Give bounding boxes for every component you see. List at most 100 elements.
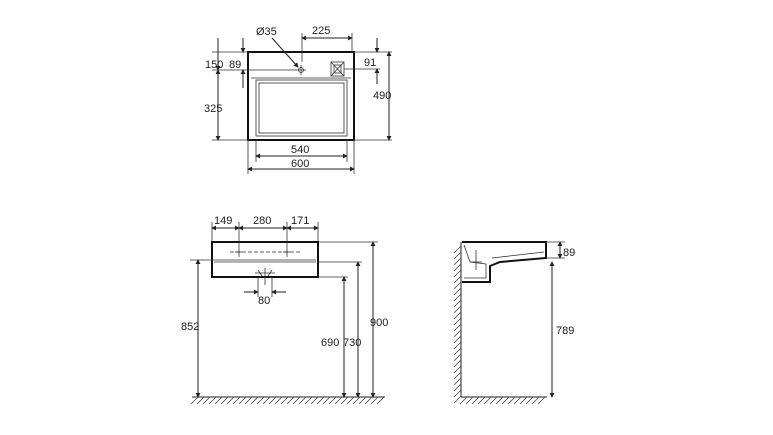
hatch-line	[477, 396, 486, 405]
hatch-line	[465, 396, 474, 405]
dim-inner-width: 540	[291, 144, 309, 156]
hatch-line	[280, 396, 289, 405]
side-view: 89 789	[453, 241, 575, 405]
front-view: 149 280 171 80 852 690 730 900	[181, 215, 388, 405]
hatch-line	[208, 396, 217, 405]
dim-waste-width: 80	[258, 295, 270, 307]
hatch-line	[453, 269, 462, 278]
hatch-line	[453, 245, 462, 254]
hatch-line	[525, 396, 534, 405]
hatch-line	[358, 396, 367, 405]
dim-left-seg: 149	[214, 215, 232, 227]
dim-total-width: 600	[291, 158, 309, 170]
overflow-fitting-icon	[330, 61, 345, 77]
wall-hatch	[453, 245, 462, 404]
hatch-line	[453, 395, 462, 404]
hatch-line	[537, 396, 546, 405]
hatch-line	[250, 396, 259, 405]
hatch-line	[322, 396, 331, 405]
hatch-line	[453, 353, 462, 362]
hatch-line	[489, 396, 498, 405]
hatch-line	[220, 396, 229, 405]
dim-back-right: 91	[364, 57, 376, 69]
basin-outline-top	[247, 51, 355, 141]
hatch-line	[501, 396, 510, 405]
hatch-line	[268, 396, 277, 405]
hatch-line	[226, 396, 235, 405]
dim-bowl-depth: 325	[204, 103, 222, 115]
dim-floor-total: 900	[370, 317, 388, 329]
dim-floor-left: 852	[181, 321, 199, 333]
hatch-line	[453, 299, 462, 308]
hatch-line	[471, 396, 480, 405]
bowl-inner-top	[258, 82, 345, 134]
hatch-line	[202, 396, 211, 405]
hatch-line	[453, 389, 462, 398]
hatch-line	[346, 396, 355, 405]
hatch-line	[453, 335, 462, 344]
hatch-line	[286, 396, 295, 405]
hatch-line	[453, 251, 462, 260]
hatch-line	[334, 396, 343, 405]
hatch-line	[507, 396, 516, 405]
hatch-line	[244, 396, 253, 405]
hatch-line	[262, 396, 271, 405]
hatch-line	[531, 396, 540, 405]
dim-height-bottom: 789	[556, 325, 574, 337]
hatch-line	[453, 275, 462, 284]
dim-back-inner: 89	[229, 59, 241, 71]
hatch-line	[453, 311, 462, 320]
hatch-line	[316, 396, 325, 405]
dim-tap-hole: Ø35	[256, 26, 277, 38]
hatch-line	[274, 396, 283, 405]
hatch-line	[453, 257, 462, 266]
hatch-line	[453, 365, 462, 374]
floor-hatch	[190, 396, 385, 405]
hatch-line	[310, 396, 319, 405]
hatch-line	[370, 396, 379, 405]
hatch-line	[196, 396, 205, 405]
hatch-line	[453, 329, 462, 338]
hatch-line	[459, 396, 468, 405]
dim-right-seg: 171	[291, 215, 309, 227]
top-view: Ø35 225 150 89 325 91 490	[204, 25, 392, 174]
hatch-line	[340, 396, 349, 405]
tap-hole-icon	[296, 65, 306, 75]
hatch-line	[453, 371, 462, 380]
hatch-line	[298, 396, 307, 405]
hatch-line	[453, 359, 462, 368]
hatch-line	[238, 396, 247, 405]
hatch-line	[453, 293, 462, 302]
dim-back-left: 150	[205, 59, 223, 71]
hatch-line	[453, 317, 462, 326]
hatch-line	[292, 396, 301, 405]
hatch-line	[453, 341, 462, 350]
hatch-line	[453, 323, 462, 332]
hatch-line	[453, 305, 462, 314]
bowl-outline-top	[255, 79, 348, 137]
hatch-line	[376, 396, 385, 405]
hatch-line	[190, 396, 199, 405]
dim-floor-b: 730	[343, 337, 361, 349]
hatch-line	[364, 396, 373, 405]
hatch-line	[256, 396, 265, 405]
dim-mid-seg: 280	[253, 215, 271, 227]
hatch-line	[352, 396, 361, 405]
tap-hole-left-icon	[235, 247, 243, 257]
side-floor-hatch	[459, 396, 546, 405]
dim-top-thickness: 89	[563, 247, 575, 259]
tap-hole-right-icon	[283, 247, 291, 257]
dim-tap-offset: 225	[312, 25, 330, 37]
hatch-line	[453, 287, 462, 296]
dim-total-depth: 490	[373, 90, 391, 102]
hatch-line	[483, 396, 492, 405]
hatch-line	[495, 396, 504, 405]
hatch-line	[513, 396, 522, 405]
hatch-line	[453, 281, 462, 290]
hatch-line	[328, 396, 337, 405]
hatch-line	[304, 396, 313, 405]
hatch-line	[214, 396, 223, 405]
hatch-line	[453, 383, 462, 392]
hatch-line	[519, 396, 528, 405]
